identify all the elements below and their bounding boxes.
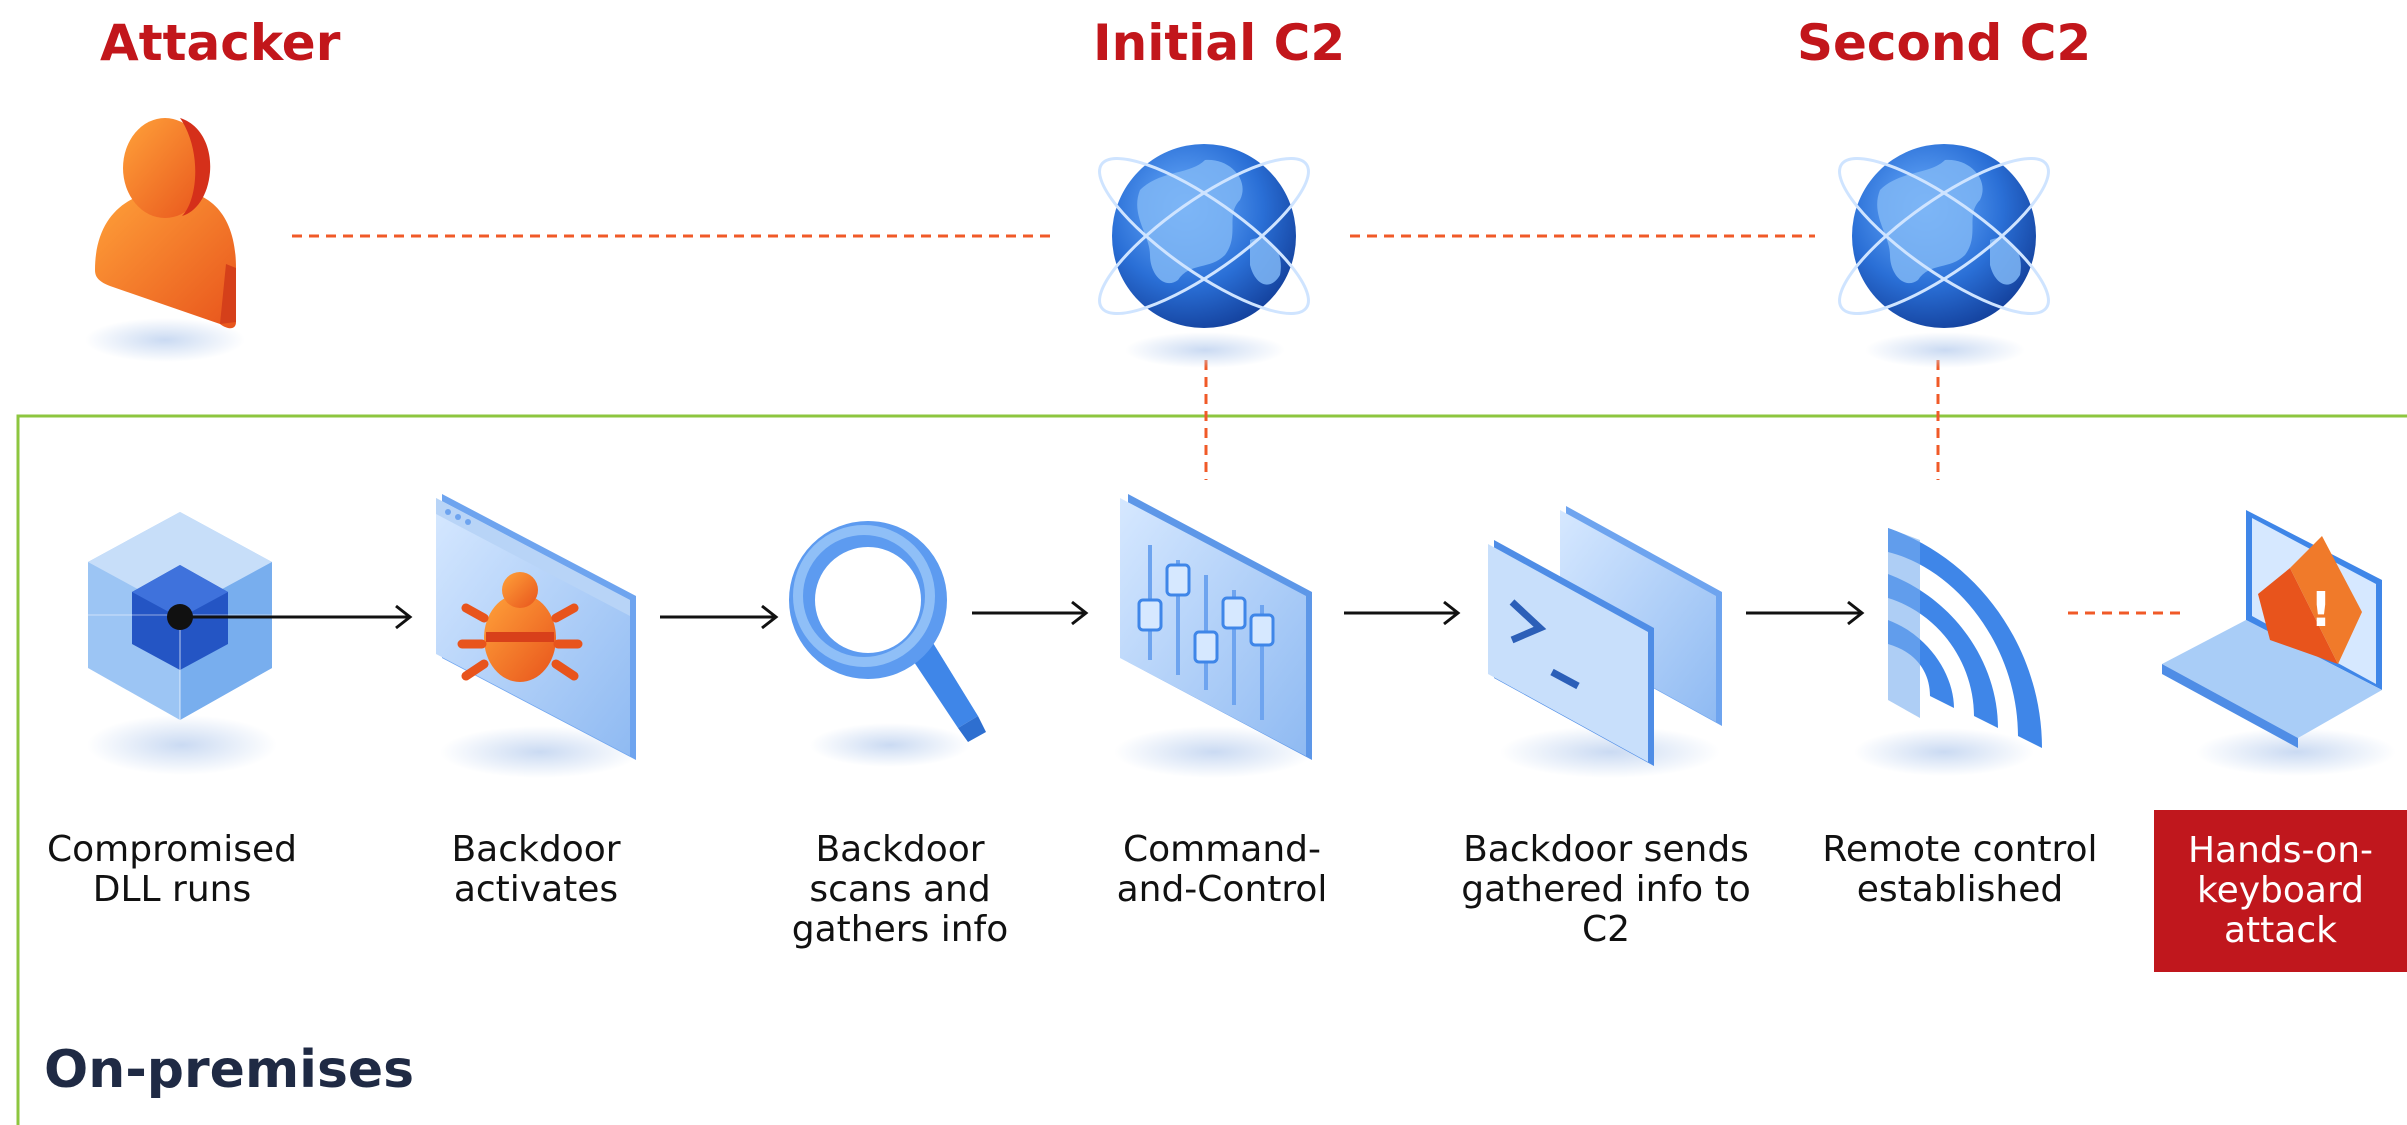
- step-label-compromised-dll: Compromised DLL runs: [47, 829, 297, 910]
- step-label-backdoor-activates: Backdoor activates: [451, 829, 621, 910]
- hands-on-keyboard-box: Hands-on-keyboard attack: [2154, 810, 2407, 972]
- initial-c2-globe-icon: [1098, 144, 1310, 368]
- second-c2-label: Second C2: [1797, 14, 2092, 72]
- attacker-label: Attacker: [100, 14, 341, 72]
- terminal-windows-icon: [1488, 506, 1722, 778]
- signal-icon: [1854, 528, 2042, 776]
- initial-c2-label: Initial C2: [1093, 14, 1346, 72]
- dll-cube-icon: [87, 512, 277, 775]
- second-c2-globe-icon: [1838, 144, 2050, 368]
- attacker-icon: [85, 118, 245, 362]
- warning-laptop-icon: !: [2162, 510, 2396, 776]
- on-premises-label: On-premises: [44, 1040, 415, 1100]
- step-label-backdoor-scans: Backdoor scans and gathers info: [791, 829, 1009, 950]
- bug-window-icon: [436, 494, 640, 778]
- svg-text:!: !: [2310, 582, 2332, 638]
- step-label-hands-on-keyboard: Hands-on-keyboard attack: [2187, 830, 2374, 951]
- step-label-sends-info: Backdoor sends gathered info to C2: [1461, 829, 1751, 950]
- step-label-remote-control: Remote control established: [1822, 829, 2098, 910]
- control-panel-icon: [1114, 494, 1314, 778]
- step-label-command-and-control: Command-and-Control: [1116, 829, 1328, 910]
- on-premises-zone-border: [16, 414, 2407, 1125]
- dll-origin-dot: [167, 604, 193, 630]
- magnifier-icon: [789, 521, 986, 767]
